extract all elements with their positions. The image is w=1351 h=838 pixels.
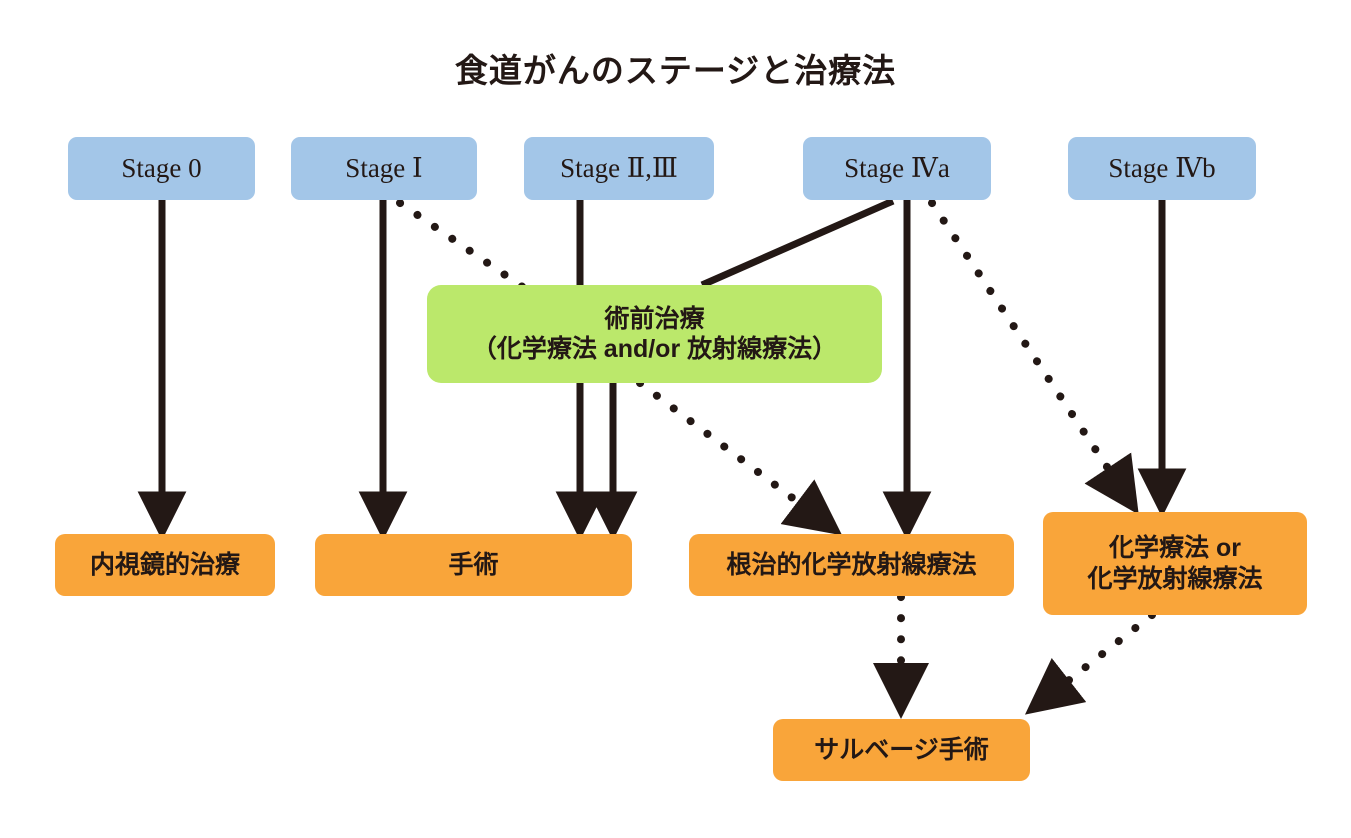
stage-label-stage0: Stage 0	[121, 153, 202, 184]
edge-chemo-to-salvage	[1024, 611, 1156, 715]
treatment-box-surgery[interactable]: 手術	[315, 534, 632, 596]
stage-label-stage4a: Stage Ⅳa	[844, 153, 950, 184]
treatment-box-chemo[interactable]: 化学療法 or 化学放射線療法	[1043, 512, 1307, 615]
treatment-label-chemo-line-1: 化学療法 or	[1109, 534, 1241, 562]
page-title: 食道がんのステージと治療法	[454, 52, 897, 89]
edge-stage4a-to-chemo	[928, 199, 1139, 515]
stage-box-stage1[interactable]: Stage Ⅰ	[291, 137, 477, 200]
stage-label-stage1: Stage Ⅰ	[345, 153, 423, 184]
treatment-label-surgery: 手術	[448, 550, 499, 579]
pretreatment-line-1: 術前治療	[604, 304, 705, 333]
treatment-label-salvage: サルベージ手術	[814, 735, 989, 764]
stage-label-stage4b: Stage Ⅳb	[1108, 153, 1216, 184]
stage-box-stage23[interactable]: Stage Ⅱ,Ⅲ	[524, 137, 714, 200]
edge-stage1-to-pretreatment	[396, 199, 531, 294]
treatment-box-endoscopic[interactable]: 内視鏡的治療	[55, 534, 275, 596]
treatment-label-endoscopic: 内視鏡的治療	[89, 550, 240, 579]
treatment-box-definitivecrt[interactable]: 根治的化学放射線療法	[689, 534, 1014, 596]
treatment-label-chemo-line-2: 化学放射線療法	[1087, 564, 1263, 593]
stage-box-stage4a[interactable]: Stage Ⅳa	[803, 137, 991, 200]
treatment-box-salvage[interactable]: サルベージ手術	[773, 719, 1030, 781]
stage-box-stage0[interactable]: Stage 0	[68, 137, 255, 200]
stage-label-stage23: Stage Ⅱ,Ⅲ	[560, 153, 678, 184]
pretreatment-line-2: （化学療法 and/or 放射線療法）	[471, 335, 838, 363]
stage-box-stage4b[interactable]: Stage Ⅳb	[1068, 137, 1256, 200]
pretreatment-box[interactable]: 術前治療 （化学療法 and/or 放射線療法）	[427, 285, 882, 383]
edge-pretreatment-to-definitivecrt	[636, 379, 843, 536]
treatment-label-definitivecrt: 根治的化学放射線療法	[726, 550, 977, 579]
edge-stage4a-to-pretreatment	[700, 197, 895, 289]
